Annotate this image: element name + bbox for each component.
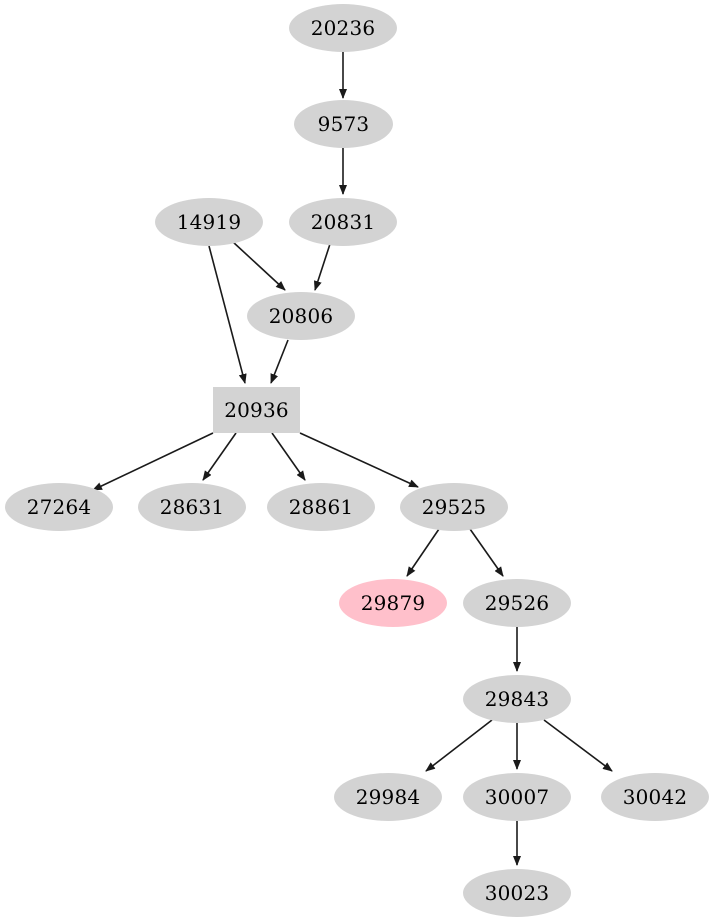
graph-node-28631[interactable]: 28631 bbox=[138, 483, 246, 531]
graph-edge bbox=[299, 432, 419, 488]
graph-node-label: 20806 bbox=[268, 304, 334, 328]
graph-node-label: 14919 bbox=[176, 210, 242, 234]
graph-node-14919[interactable]: 14919 bbox=[155, 198, 263, 246]
graph-edge bbox=[202, 432, 237, 481]
graph-node-label: 27264 bbox=[26, 495, 92, 519]
graph-edge bbox=[270, 339, 289, 384]
graph-node-label: 29843 bbox=[484, 687, 550, 711]
graph-node-label: 30023 bbox=[484, 881, 550, 905]
graph-node-label: 28631 bbox=[159, 495, 225, 519]
graph-node-label: 20936 bbox=[224, 398, 289, 422]
graph-node-label: 29526 bbox=[484, 591, 550, 615]
graph-edge bbox=[232, 241, 286, 291]
graph-edge bbox=[208, 245, 247, 384]
graph-node-9573[interactable]: 9573 bbox=[294, 100, 393, 148]
graph-node-29984[interactable]: 29984 bbox=[334, 773, 442, 821]
graph-edge bbox=[92, 432, 214, 491]
graph-edge bbox=[406, 528, 440, 577]
graph-node-30042[interactable]: 30042 bbox=[601, 773, 709, 821]
graph-edge bbox=[425, 719, 493, 772]
graph-node-29525[interactable]: 29525 bbox=[400, 483, 508, 531]
graph-node-label: 29984 bbox=[355, 785, 421, 809]
graph-edge bbox=[543, 719, 613, 772]
graph-edges bbox=[92, 52, 613, 866]
graph-node-label: 30007 bbox=[484, 785, 550, 809]
graph-node-20831[interactable]: 20831 bbox=[289, 198, 397, 246]
graph-edge bbox=[469, 528, 504, 577]
graph-node-20806[interactable]: 20806 bbox=[247, 292, 355, 340]
graph-node-30023[interactable]: 30023 bbox=[463, 869, 571, 917]
graph-edge bbox=[313, 243, 331, 291]
graph-node-label: 20236 bbox=[310, 16, 376, 40]
graph-node-28861[interactable]: 28861 bbox=[267, 483, 375, 531]
graph-node-27264[interactable]: 27264 bbox=[5, 483, 113, 531]
graph-node-label: 30042 bbox=[622, 785, 688, 809]
graph-node-label: 20831 bbox=[310, 210, 376, 234]
graph-node-label: 28861 bbox=[288, 495, 354, 519]
graph-edge bbox=[271, 432, 306, 481]
graph-node-20236[interactable]: 20236 bbox=[289, 4, 397, 52]
graph-node-29526[interactable]: 29526 bbox=[463, 579, 571, 627]
graph-node-29879[interactable]: 29879 bbox=[339, 579, 447, 627]
graph-node-30007[interactable]: 30007 bbox=[463, 773, 571, 821]
graph-node-20936[interactable]: 20936 bbox=[213, 387, 300, 433]
graph-node-label: 29525 bbox=[421, 495, 487, 519]
graph-node-label: 29879 bbox=[360, 591, 426, 615]
graph-node-29843[interactable]: 29843 bbox=[463, 675, 571, 723]
graph-node-label: 9573 bbox=[317, 112, 370, 136]
